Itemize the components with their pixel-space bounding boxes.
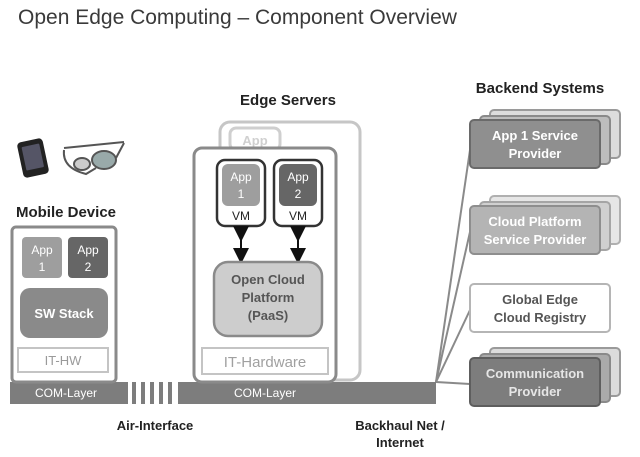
svg-text:2: 2: [295, 187, 302, 201]
svg-text:VM: VM: [232, 209, 250, 223]
mobile-heading: Mobile Device: [16, 204, 116, 221]
svg-text:(PaaS): (PaaS): [248, 308, 288, 323]
svg-text:Provider: Provider: [509, 146, 562, 161]
svg-text:App: App: [77, 243, 99, 257]
backend-global-edge-registry: Global Edge Cloud Registry: [469, 283, 611, 333]
smartphone-icon: [17, 138, 49, 178]
svg-text:App: App: [31, 243, 53, 257]
svg-text:App: App: [287, 170, 309, 184]
svg-text:Service Provider: Service Provider: [484, 232, 587, 247]
backend-cloud-platform-provider: Cloud Platform Service Provider: [469, 195, 621, 255]
svg-text:App: App: [242, 133, 267, 148]
backhaul-label: Backhaul Net /: [355, 418, 445, 433]
mobile-com-bar: [10, 382, 128, 404]
edge-com-bar: [178, 382, 436, 404]
svg-text:1: 1: [238, 187, 245, 201]
mobile-app-1: App 1: [22, 237, 62, 278]
air-interface-link: [132, 382, 172, 404]
diagram-title: Open Edge Computing – Component Overview: [18, 6, 457, 29]
smart-glasses-icon: [62, 141, 125, 176]
svg-text:1: 1: [39, 260, 46, 274]
edge-it-hardware: IT-Hardware: [201, 347, 329, 375]
edge-app-1-vm: App 1 VM: [215, 158, 267, 228]
svg-text:SW Stack: SW Stack: [34, 306, 94, 321]
svg-text:2: 2: [85, 260, 92, 274]
bidirectional-arrow-icon: [233, 226, 306, 264]
svg-text:Open Cloud: Open Cloud: [231, 272, 305, 287]
svg-text:IT-Hardware: IT-Hardware: [224, 354, 307, 371]
air-interface-label: Air-Interface: [117, 418, 194, 433]
backend-communication-provider: Communication Provider: [469, 347, 621, 407]
mobile-it-hw: IT-HW: [17, 347, 109, 373]
backend-app1-service-provider: App 1 Service Provider: [469, 109, 621, 169]
svg-text:Provider: Provider: [509, 384, 562, 399]
svg-text:Platform: Platform: [242, 290, 295, 305]
mobile-app-2: App 2: [68, 237, 108, 278]
mobile-com-label: COM-Layer: [35, 386, 97, 400]
svg-text:App 1 Service: App 1 Service: [492, 128, 578, 143]
svg-text:Communication: Communication: [486, 366, 584, 381]
backhaul-label-line2: Internet: [376, 435, 424, 450]
svg-text:App: App: [230, 170, 252, 184]
svg-text:IT-HW: IT-HW: [45, 353, 83, 368]
svg-text:Cloud Registry: Cloud Registry: [494, 310, 587, 325]
mobile-sw-stack: SW Stack: [20, 288, 108, 338]
svg-text:VM: VM: [289, 209, 307, 223]
edge-back-app: App: [228, 126, 282, 152]
edge-com-label: COM-Layer: [234, 386, 296, 400]
svg-text:Cloud Platform: Cloud Platform: [488, 214, 581, 229]
backend-heading: Backend Systems: [476, 80, 604, 97]
edge-app-2-vm: App 2 VM: [272, 158, 324, 228]
backhaul-lines: [435, 149, 471, 385]
svg-text:Global Edge: Global Edge: [502, 292, 578, 307]
edge-heading: Edge Servers: [240, 92, 336, 109]
open-cloud-platform: Open Cloud Platform (PaaS): [212, 260, 324, 338]
